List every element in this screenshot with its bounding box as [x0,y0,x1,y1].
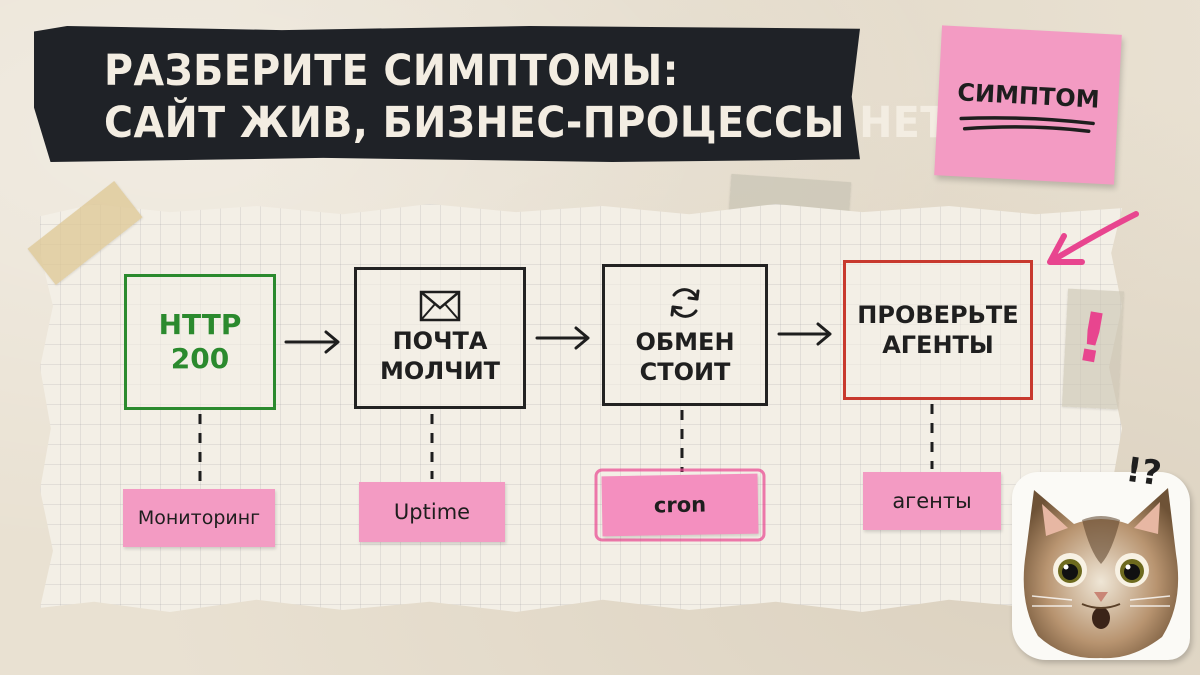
cat-reaction-mark: !? [1123,449,1164,495]
page-title-line-1: РАЗБЕРИТЕ СИМПТОМЫ: [104,46,679,96]
step-text: HTTP 200 [158,308,242,375]
cat-sticker [1012,472,1190,660]
page-title-line-2: САЙТ ЖИВ, БИЗНЕС-ПРОЦЕССЫ НЕТ [104,98,948,148]
label-agents: агенты [863,472,1001,530]
scribble-underline-icon [959,116,1095,133]
label-monitoring: Мониторинг [123,489,275,547]
cron-highlight-scribble [594,468,766,542]
exclamation-text: ! [1070,297,1114,380]
step-mail-silent: ПОЧТА МОЛЧИТ [354,267,526,409]
flow-arrow [535,326,590,350]
pink-pointer-arrow [1047,211,1139,265]
step-http-200: HTTP 200 [124,274,276,410]
flow-arrow [777,322,832,346]
title-banner [34,26,860,162]
flow-arrow [284,330,340,354]
step-text: ПОЧТА МОЛЧИТ [379,327,501,385]
envelope-icon [419,290,461,322]
sync-icon [670,288,700,318]
step-text: ОБМЕН СТОИТ [635,328,735,386]
step-text: ПРОВЕРЬТЕ АГЕНТЫ [857,301,1019,359]
step-check-agents: ПРОВЕРЬТЕ АГЕНТЫ [843,260,1033,400]
step-exchange-stopped: ОБМЕН СТОИТ [602,264,768,406]
label-uptime: Uptime [359,482,505,542]
symptom-sticky-note: СИМПТОМ [934,25,1122,185]
surprised-cat-icon [1023,488,1179,659]
